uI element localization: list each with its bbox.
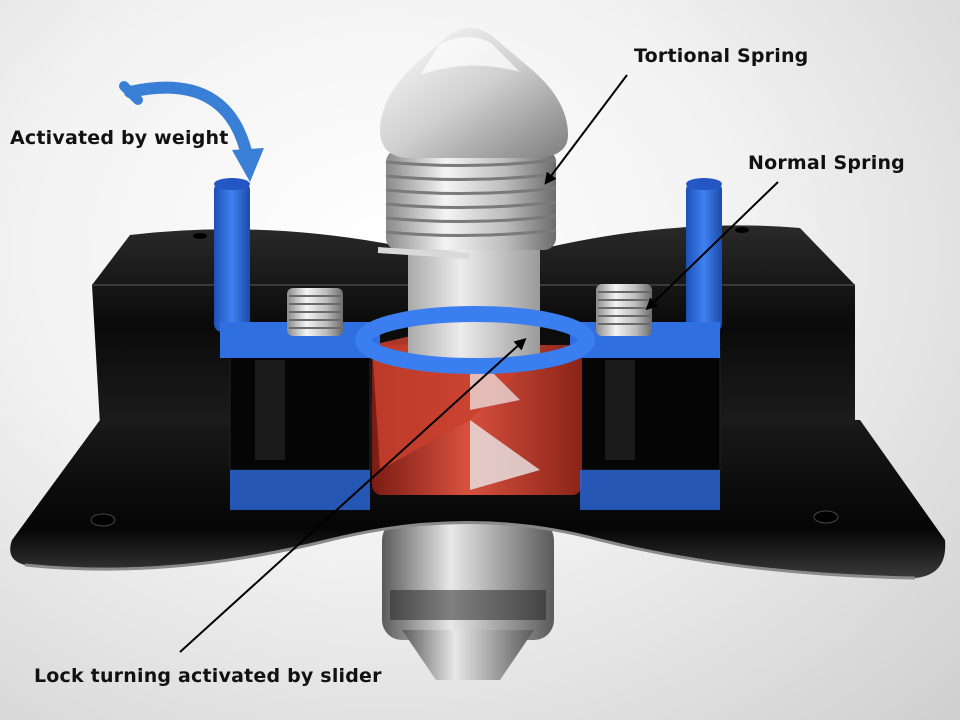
bottom-cylinder xyxy=(382,520,554,680)
label-activated-by-weight: Activated by weight xyxy=(10,127,229,149)
screw-hole xyxy=(735,227,749,233)
screw-hole xyxy=(193,233,207,239)
leader-line-normal xyxy=(645,181,779,311)
leader-lines xyxy=(179,74,779,653)
normal-spring-right xyxy=(596,284,652,336)
weight-arrow-icon xyxy=(119,81,264,182)
normal-spring-left xyxy=(287,288,343,336)
leader-line-tortional xyxy=(544,74,628,185)
label-normal-spring: Normal Spring xyxy=(748,152,905,174)
screw-hole xyxy=(90,513,116,527)
leader-line-lock xyxy=(179,337,527,653)
label-tortional-spring: Tortional Spring xyxy=(634,45,809,67)
screw-hole xyxy=(813,510,839,524)
label-lock-turning: Lock turning activated by slider xyxy=(34,665,382,687)
cone-top xyxy=(380,28,568,158)
torsional-spring xyxy=(377,150,557,259)
